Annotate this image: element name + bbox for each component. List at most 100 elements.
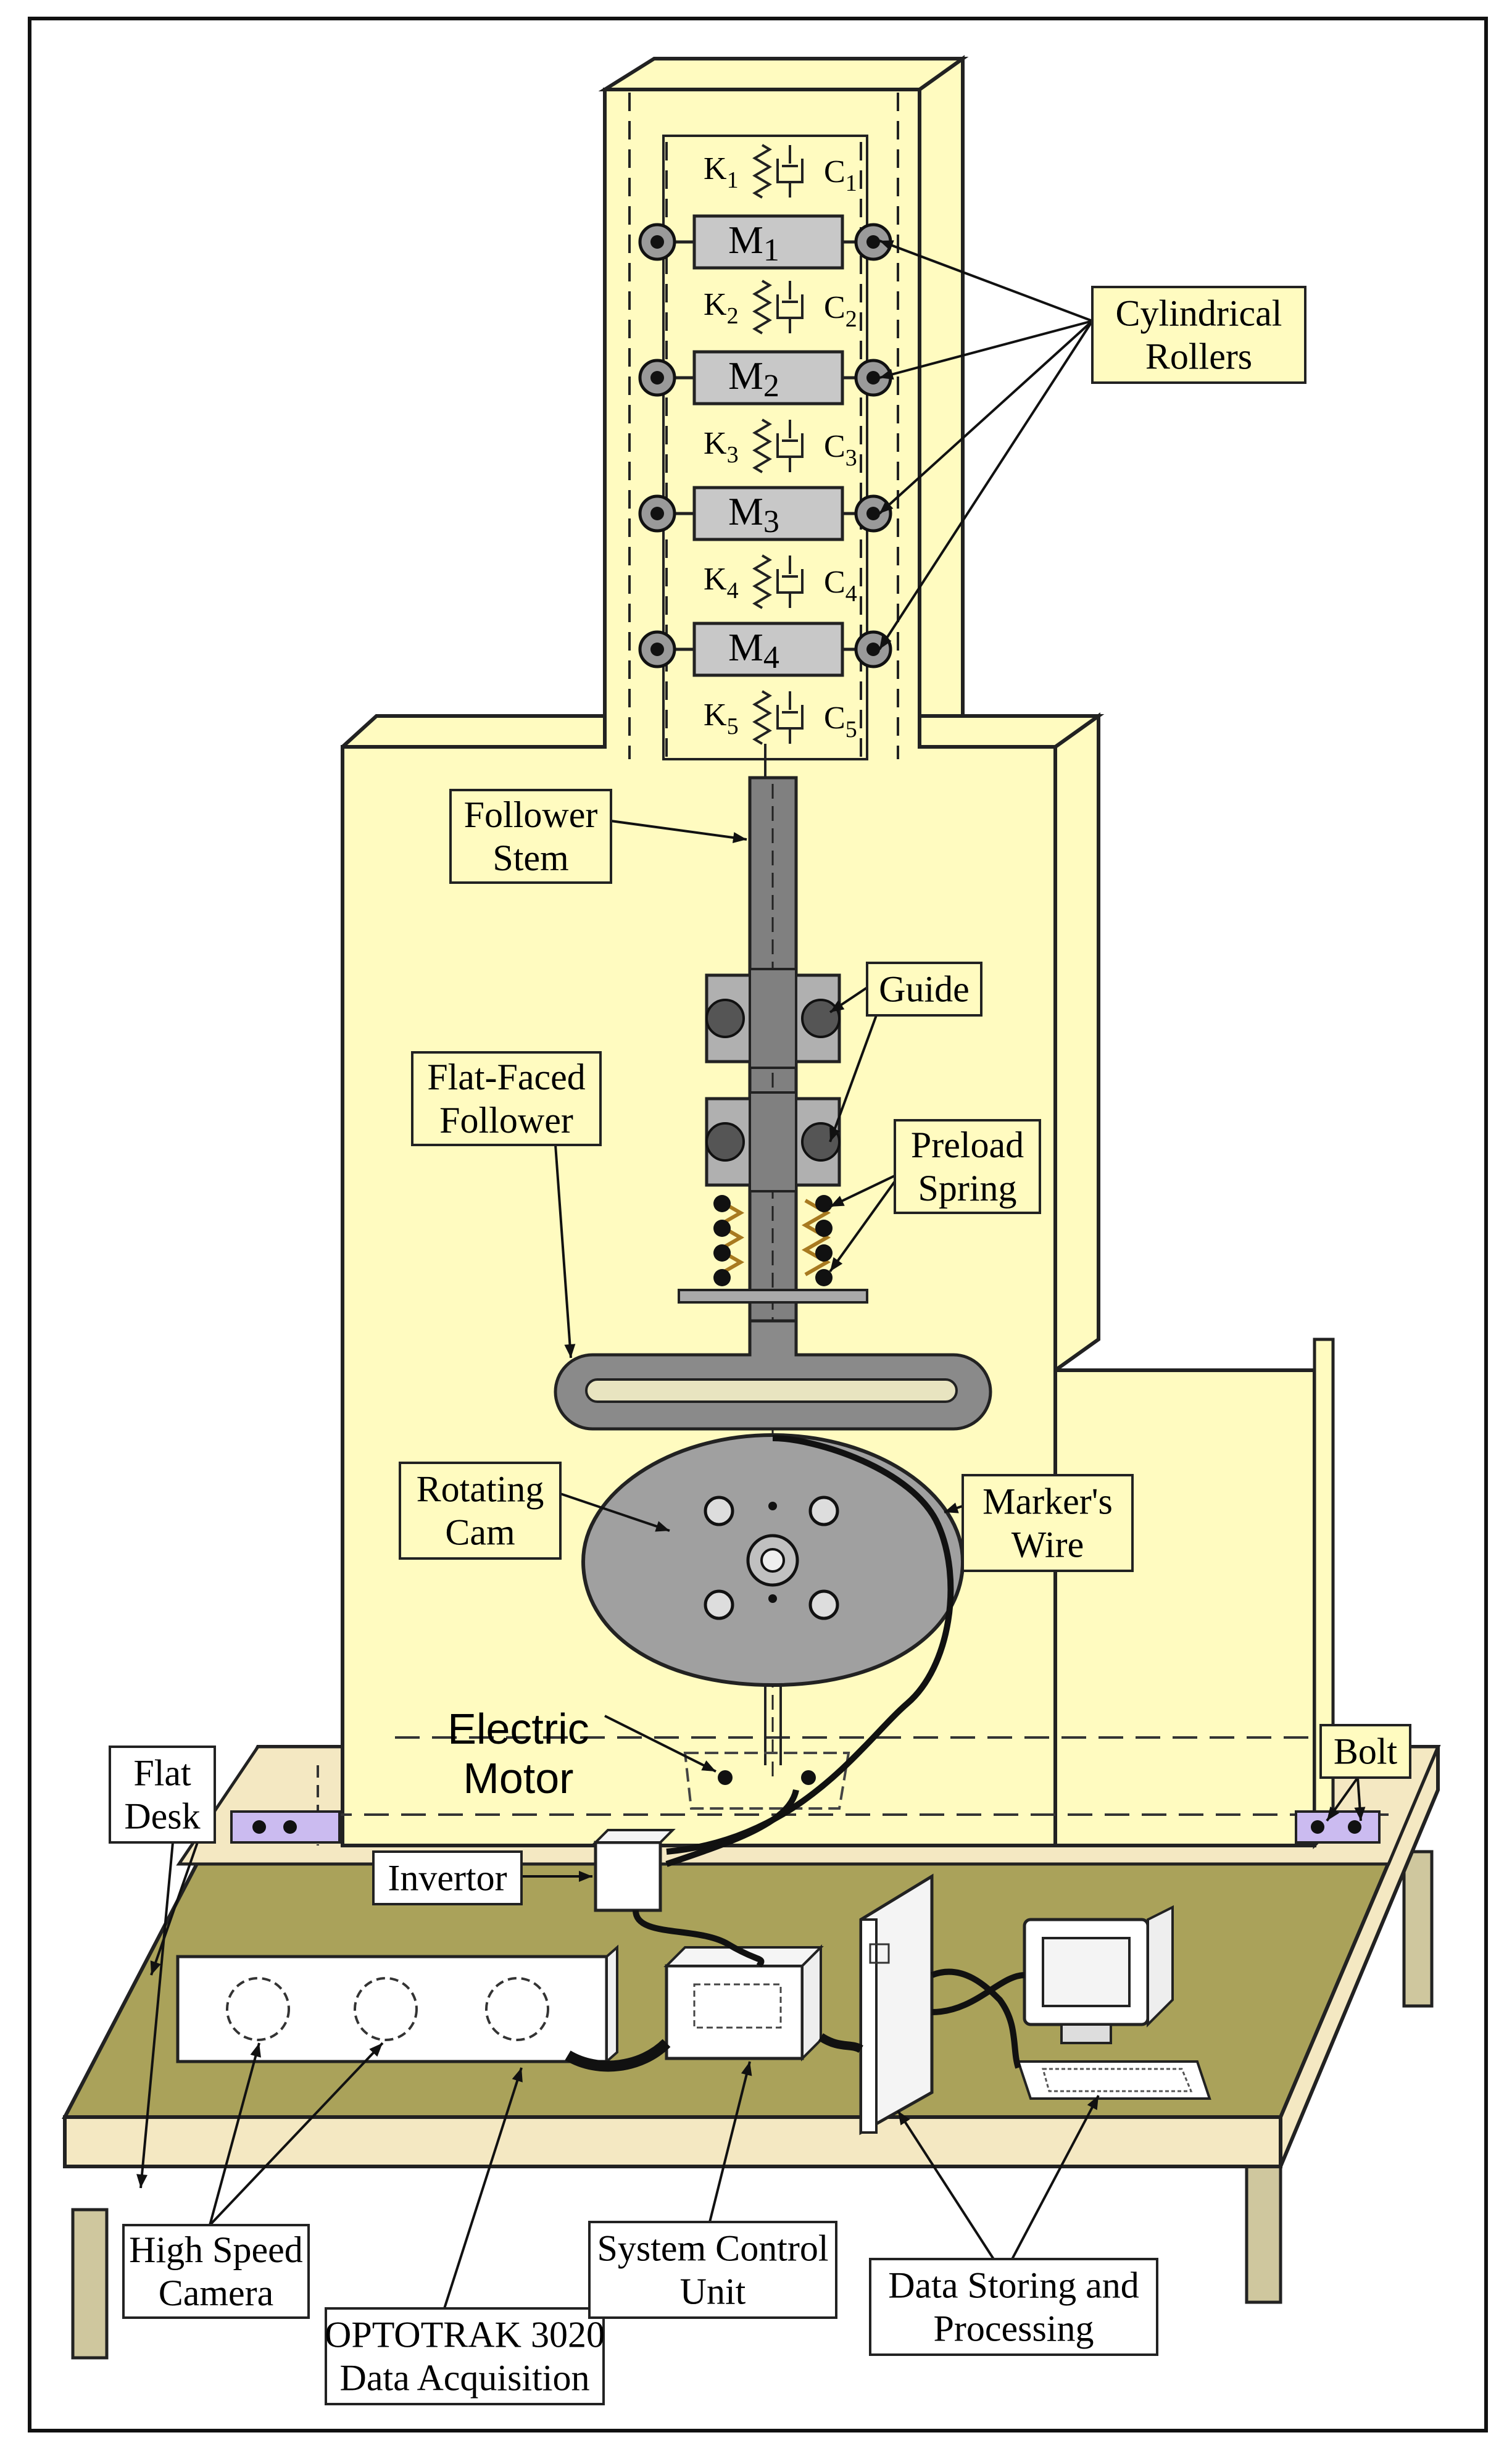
leader-arrowhead — [1354, 1807, 1366, 1821]
system-control-unit — [663, 1944, 824, 2062]
label-bolt: Bolt — [1319, 1724, 1411, 1779]
pc-tower — [859, 1873, 934, 2136]
label-guide: Guide — [866, 962, 982, 1017]
label-text: Desk — [124, 1796, 200, 1837]
label-text: Stem — [492, 838, 568, 878]
leader-line — [829, 1171, 902, 1273]
label-text: Follower — [439, 1100, 573, 1141]
label-text: System Control — [597, 2228, 828, 2269]
label-text: Flat-Faced — [427, 1057, 586, 1097]
label-text: Marker's — [982, 1481, 1113, 1522]
leader-line — [610, 820, 747, 841]
invertor — [592, 1829, 676, 1912]
leader-line — [554, 1144, 572, 1359]
label-text: Rollers — [1145, 336, 1252, 377]
mass-label: M2 — [728, 354, 779, 404]
high-speed-camera — [176, 1944, 618, 2065]
leader-line — [878, 320, 1094, 515]
leader-line — [560, 1492, 670, 1532]
leader-arrowhead — [655, 1521, 670, 1532]
label-text: Invertor — [388, 1858, 507, 1899]
leader-arrowhead — [1327, 1806, 1340, 1821]
leader-arrowhead — [879, 368, 894, 380]
spring-seat — [678, 1289, 868, 1304]
callout-labels: CylindricalRollersFollowerStemGuideFlat-… — [109, 286, 1411, 2405]
leader-arrowhead — [250, 2043, 261, 2058]
leader-arrowhead — [564, 1344, 576, 1358]
label-text: Wire — [1011, 1525, 1084, 1565]
leader-arrowhead — [732, 832, 747, 843]
bolt-pads — [230, 1810, 1381, 1844]
leader-arrowhead — [898, 2111, 910, 2126]
bolt — [1348, 1820, 1361, 1834]
label-text: Bolt — [1334, 1731, 1398, 1772]
leader-line — [209, 2042, 260, 2226]
label-text: Camera — [159, 2273, 274, 2313]
leader-arrowhead — [1087, 2095, 1099, 2110]
leader-lines — [136, 239, 1366, 2309]
label-text: Preload — [911, 1125, 1024, 1165]
leader-arrowhead — [579, 1871, 592, 1882]
rotating-cam — [581, 1433, 965, 1765]
label-text: Spring — [918, 1168, 1016, 1209]
leader-arrowhead — [829, 1127, 841, 1142]
leader-arrowhead — [150, 1960, 161, 1975]
leader-line — [604, 1715, 717, 1773]
label-text: High Speed — [129, 2229, 303, 2270]
label-text: Unit — [680, 2271, 746, 2312]
guide-lower — [705, 1091, 841, 1192]
label-text: Data Acquisition — [340, 2358, 590, 2399]
follower-assembly — [554, 776, 992, 1778]
label-text: Rotating — [417, 1469, 544, 1510]
damper-c-label: C2 — [824, 290, 857, 332]
leader-arrowhead — [879, 635, 892, 649]
guide-upper — [705, 968, 841, 1069]
leader-line — [139, 1842, 174, 2189]
cylindrical-roller — [854, 359, 892, 397]
label-text: Electric — [447, 1705, 589, 1753]
leader-arrowhead — [741, 2062, 752, 2076]
leader-line — [829, 1015, 878, 1142]
label-invertor: Invertor — [372, 1850, 523, 1905]
mass-1: M1 — [638, 214, 892, 270]
cylindrical-roller — [638, 223, 676, 261]
label-text: Cylindrical — [1116, 293, 1282, 334]
label-text: Data Storing and — [888, 2265, 1139, 2306]
cylindrical-roller — [854, 494, 892, 533]
bolt — [252, 1820, 266, 1834]
electric-motor-plate — [683, 1752, 850, 1810]
leader-arrowhead — [879, 500, 894, 514]
label-text: Guide — [879, 969, 970, 1010]
cylindrical-roller — [638, 359, 676, 397]
spring-k-label: K4 — [704, 562, 739, 604]
label-text: Flat — [133, 1753, 191, 1794]
leader-arrowhead — [879, 240, 894, 251]
preload-spring — [713, 1195, 833, 1286]
leader-arrowhead — [830, 1000, 845, 1012]
leader-line — [879, 239, 1093, 322]
leader-line — [209, 2042, 384, 2226]
leader-arrowhead — [701, 1760, 716, 1771]
mass-4: M4 — [638, 622, 892, 677]
leader-arrowhead — [512, 2068, 523, 2083]
leader-arrowhead — [830, 1196, 845, 1207]
leader-line — [443, 2067, 523, 2309]
leader-arrowhead — [830, 1257, 843, 1271]
mass-2: M2 — [638, 350, 892, 406]
spring-k-label: K3 — [704, 426, 739, 468]
leader-line — [878, 320, 1094, 651]
cables — [565, 1435, 1025, 2072]
cylindrical-roller — [638, 630, 676, 668]
